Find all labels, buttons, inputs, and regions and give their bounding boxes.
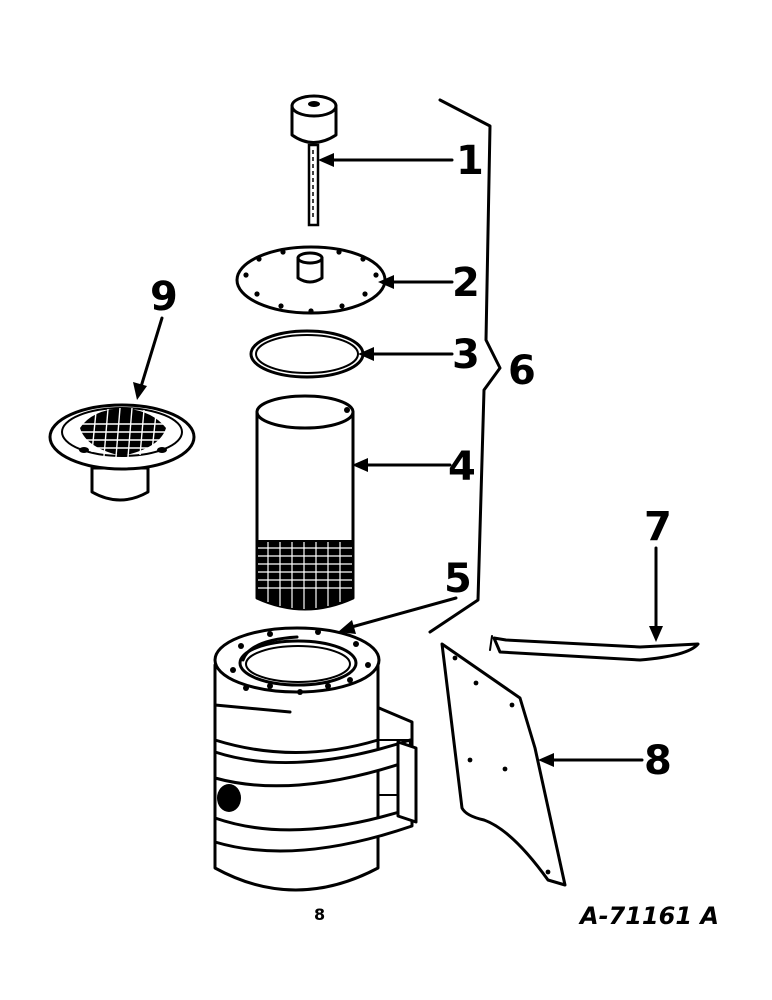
callout-5: 5: [444, 556, 472, 602]
callout-6: 6: [508, 348, 536, 394]
callout-3: 3: [452, 332, 480, 378]
part-5-air-cleaner-body: [213, 626, 418, 892]
callout-8: 8: [644, 738, 672, 784]
leader-arrows: [133, 153, 663, 767]
part-7-rod: [489, 635, 700, 662]
part-8-plate: [440, 642, 567, 887]
part-9-precleaner: [48, 403, 196, 502]
part-4-filter-element: [255, 394, 355, 611]
part-3-gasket: [249, 329, 365, 379]
callout-2: 2: [452, 260, 480, 306]
part-1-cap-and-rod: [290, 94, 338, 227]
part-2-cover-plate: [235, 245, 387, 315]
callout-7: 7: [644, 504, 672, 550]
callout-1: 1: [456, 138, 484, 184]
drawing-reference: A-71161 A: [578, 902, 719, 930]
assembly-brace: [428, 98, 502, 634]
callout-4: 4: [448, 444, 476, 490]
callout-9: 9: [150, 274, 178, 320]
base-mark: 8: [314, 905, 325, 924]
